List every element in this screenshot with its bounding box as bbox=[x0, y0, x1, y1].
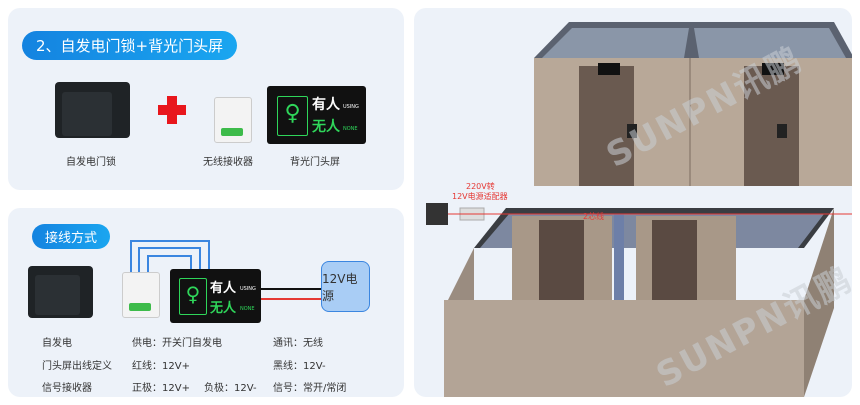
adapter-label: 12V电源适配器 bbox=[452, 192, 508, 201]
adapter-label: 220V转 bbox=[466, 182, 495, 191]
spec-text: 供电：开关门自发电 bbox=[132, 338, 222, 349]
spec-text: 红线：12V+ bbox=[132, 361, 190, 372]
item-label: 无线接收器 bbox=[203, 157, 253, 168]
section-title: 2、自发电门锁+背光门头屏 bbox=[22, 31, 238, 60]
door-lock-image bbox=[55, 82, 130, 138]
spec-text: 负极：12V- bbox=[204, 383, 257, 394]
spec-text: 黑线：12V- bbox=[273, 361, 326, 372]
door-lock-image bbox=[28, 266, 93, 318]
sign-image: ♀ 有人 USING 无人 NONE bbox=[170, 269, 261, 323]
sign-image: ♀ 有人 USING 无人 NONE bbox=[267, 86, 366, 144]
power-supply-box: 12V电源 bbox=[321, 261, 370, 312]
signal-wire bbox=[130, 240, 210, 272]
spec-text: 信号：常开/常闭 bbox=[273, 383, 347, 394]
black-wire bbox=[261, 288, 321, 290]
booth-illustration bbox=[426, 22, 852, 397]
cable-label: 2芯线 bbox=[583, 212, 605, 221]
spec-text: 信号接收器 bbox=[42, 383, 92, 394]
signal-wire bbox=[147, 255, 192, 272]
spec-text: 通讯：无线 bbox=[273, 338, 323, 349]
receiver-image bbox=[122, 272, 160, 318]
spec-text: 自发电 bbox=[42, 338, 72, 349]
item-label: 背光门头屏 bbox=[290, 157, 340, 168]
spec-text: 门头屏出线定义 bbox=[42, 361, 112, 372]
spec-text: 正极：12V+ bbox=[132, 383, 190, 394]
item-label: 自发电门锁 bbox=[66, 157, 116, 168]
wiring-title: 接线方式 bbox=[32, 224, 111, 249]
signal-wire bbox=[138, 247, 201, 272]
red-wire bbox=[261, 298, 321, 300]
receiver-image bbox=[214, 97, 252, 143]
plus-icon bbox=[158, 96, 186, 124]
